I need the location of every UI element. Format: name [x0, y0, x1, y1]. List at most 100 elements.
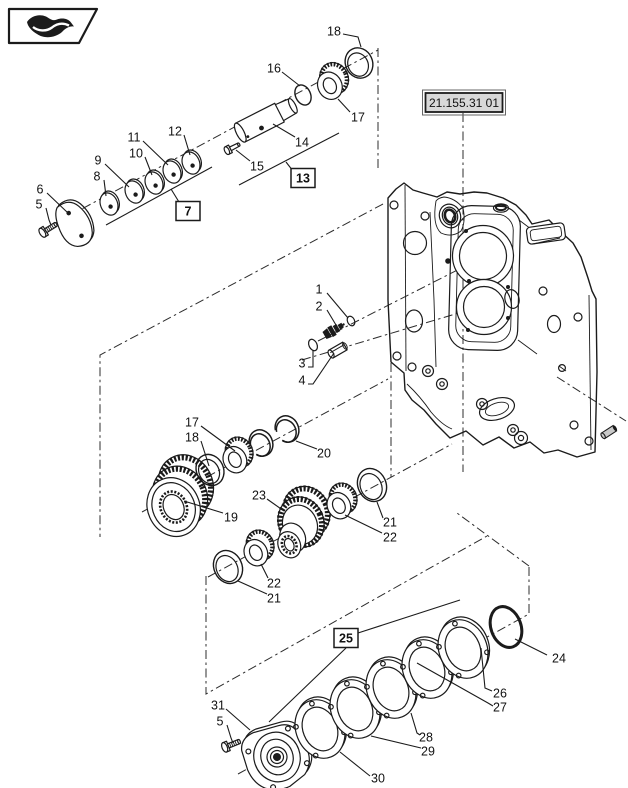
leader-line — [272, 123, 296, 138]
group-bracket-line — [105, 166, 213, 226]
part-bolt-5-bottom — [221, 738, 242, 753]
part-oring-1 — [346, 315, 356, 327]
callout-6: 6 — [37, 182, 69, 214]
callout-2: 2 — [316, 299, 337, 326]
part-shaft-14 — [233, 97, 298, 143]
leader-line — [144, 156, 153, 176]
part-washer-12 — [181, 149, 202, 175]
callout-box-frame[interactable] — [333, 627, 359, 649]
callout-label: 18 — [327, 24, 341, 38]
callout-25-box[interactable]: 25 — [333, 627, 359, 649]
callout-label: 22 — [267, 576, 281, 590]
leader-line — [200, 425, 236, 452]
leader-line — [142, 140, 169, 166]
part-gear-23 — [276, 485, 331, 559]
group-bracket-line — [238, 132, 340, 186]
callout-label: 15 — [250, 159, 264, 173]
callout-label[interactable]: 25 — [339, 631, 353, 645]
callout-24: 24 — [514, 638, 566, 665]
leader-line — [237, 580, 268, 595]
callout-label: 28 — [419, 730, 433, 744]
callout-label: 16 — [267, 61, 281, 75]
callout-label: 26 — [493, 686, 507, 700]
part-washer-9 — [124, 178, 145, 204]
callout-label: 19 — [224, 510, 238, 524]
part-shim-26 — [436, 616, 491, 679]
callout-label: 30 — [371, 771, 385, 785]
callout-12: 12 — [168, 124, 191, 156]
leader-line — [183, 500, 224, 514]
leader-line — [103, 179, 107, 197]
callout-label: 3 — [299, 356, 306, 370]
part-seal-ring-21-lower — [212, 549, 244, 585]
group-brackets — [105, 132, 461, 723]
callout-box-frame[interactable] — [175, 200, 201, 222]
leader-line — [480, 647, 493, 692]
callout-27: 27 — [416, 662, 507, 714]
callout-label: 14 — [295, 135, 309, 149]
leader-line — [337, 98, 351, 113]
callout-label: 21 — [383, 515, 397, 529]
callout-28: 28 — [410, 712, 433, 744]
leader-line — [514, 638, 548, 656]
part-plug-4 — [327, 341, 348, 359]
callout-label: 18 — [185, 430, 199, 444]
callout-8: 8 — [94, 169, 107, 197]
part-gear-19 — [146, 454, 215, 538]
leader-line — [266, 498, 285, 512]
callout-17: 17 — [337, 98, 365, 124]
callout-label[interactable]: 13 — [296, 171, 310, 185]
callout-label: 24 — [552, 651, 566, 665]
part-cover-31 — [241, 720, 313, 788]
callout-13-box[interactable]: 13 — [285, 161, 316, 189]
callout-label: 27 — [493, 700, 507, 714]
callout-11: 11 — [128, 130, 169, 166]
callout-1: 1 — [316, 282, 349, 319]
part-seal-ring-18-top — [344, 47, 374, 79]
callout-5: 5 — [36, 197, 52, 226]
callout-3: 3 — [299, 350, 314, 370]
part-washer-11 — [162, 158, 183, 184]
leader-line — [183, 134, 191, 156]
figure-reference-label[interactable]: 21.155.31 01 — [429, 96, 499, 110]
callout-21: 21 — [237, 580, 281, 605]
callout-30: 30 — [339, 751, 385, 785]
callout-19: 19 — [183, 500, 238, 524]
leader-line — [410, 712, 421, 736]
part-bolt-5-top — [38, 221, 58, 238]
leader-line — [416, 662, 494, 707]
callout-label[interactable]: 7 — [185, 204, 192, 218]
leader-line — [45, 207, 52, 226]
leader-line — [104, 163, 130, 188]
leader-line — [225, 708, 251, 731]
brand-flag-icon — [7, 7, 99, 45]
callout-label: 8 — [94, 169, 101, 183]
callout-10: 10 — [129, 146, 153, 176]
leader-line — [260, 563, 269, 579]
part-oring-24 — [488, 605, 524, 649]
callout-label: 17 — [185, 415, 199, 429]
callout-label: 6 — [37, 182, 44, 196]
callout-label: 17 — [351, 110, 365, 124]
part-washer-8 — [99, 190, 120, 216]
callout-5: 5 — [217, 714, 234, 744]
callout-box-frame[interactable] — [290, 167, 316, 189]
callout-7-box[interactable]: 7 — [170, 188, 201, 222]
leader-line — [200, 440, 210, 467]
callout-label: 10 — [129, 146, 143, 160]
leader-line — [235, 149, 251, 162]
callout-15: 15 — [235, 149, 264, 173]
callout-label: 5 — [36, 197, 43, 211]
figure-reference-box[interactable]: 21.155.31 01 — [422, 89, 506, 116]
callout-label: 9 — [95, 153, 102, 167]
housing — [387, 182, 598, 458]
leader-line — [344, 514, 383, 534]
callout-label: 11 — [128, 130, 141, 144]
leader-line — [308, 350, 314, 368]
part-snap-ring-20 — [274, 415, 300, 443]
part-bolt-15 — [223, 142, 241, 156]
leader-line — [370, 735, 422, 749]
part-cover-plate-6 — [55, 199, 95, 248]
